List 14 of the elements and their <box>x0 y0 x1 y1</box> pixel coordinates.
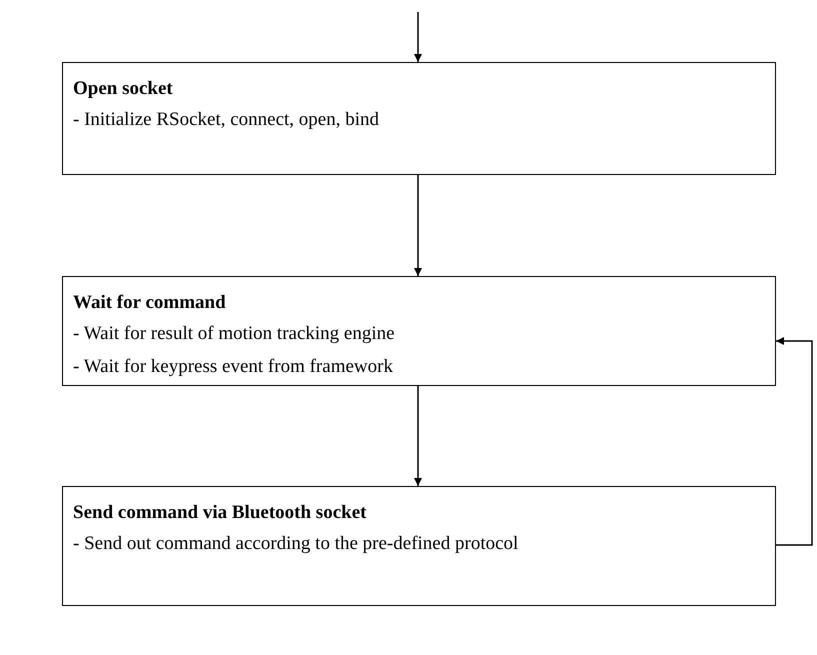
process-box <box>62 276 776 386</box>
box-heading: Wait for command <box>73 291 227 315</box>
box-heading: Send command via Bluetooth socket <box>73 501 368 525</box>
arrow <box>414 175 422 276</box>
arrow <box>414 386 422 486</box>
list-item: - Wait for result of motion tracking engine <box>73 322 396 346</box>
list-item: - Initialize RSocket, connect, open, bind <box>73 108 380 132</box>
list-item: - Wait for keypress event from framework <box>73 355 394 379</box>
process-box <box>62 62 776 175</box>
arrow <box>776 337 813 546</box>
box-heading: Open socket <box>73 77 174 101</box>
list-item: - Send out command according to the pre-defined protocol <box>73 532 520 556</box>
process-box <box>62 486 776 606</box>
arrow <box>414 12 422 62</box>
